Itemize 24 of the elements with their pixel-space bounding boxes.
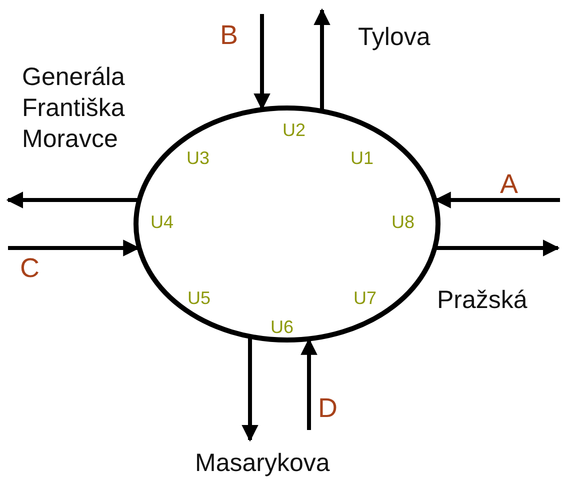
street-name: Generála Františka Moravce <box>22 62 126 155</box>
entry-exit-label: U3 <box>186 148 210 168</box>
entry-letter: A <box>500 169 518 200</box>
arrow <box>8 240 140 256</box>
entry-exit-label: U4 <box>150 212 174 232</box>
street-name: Tylova <box>358 22 430 53</box>
arrow <box>242 337 258 442</box>
arrow <box>314 8 330 110</box>
entry-exit-label: U6 <box>270 317 294 337</box>
entry-letter: B <box>220 20 238 51</box>
entry-exit-label: U5 <box>188 288 210 308</box>
arrow <box>6 192 138 208</box>
arrow <box>300 338 318 430</box>
street-name: Pražská <box>437 285 528 316</box>
street-name: Masarykova <box>195 448 330 479</box>
arrow <box>434 192 560 208</box>
entry-exit-label: U7 <box>354 288 376 308</box>
entry-letter: C <box>20 253 40 284</box>
entry-exit-label: U2 <box>282 120 306 140</box>
entry-letter: D <box>318 393 338 424</box>
entry-exit-label: U1 <box>350 148 374 168</box>
entry-exit-label: U8 <box>392 212 414 232</box>
arrow <box>436 240 560 256</box>
arrow <box>254 14 270 110</box>
